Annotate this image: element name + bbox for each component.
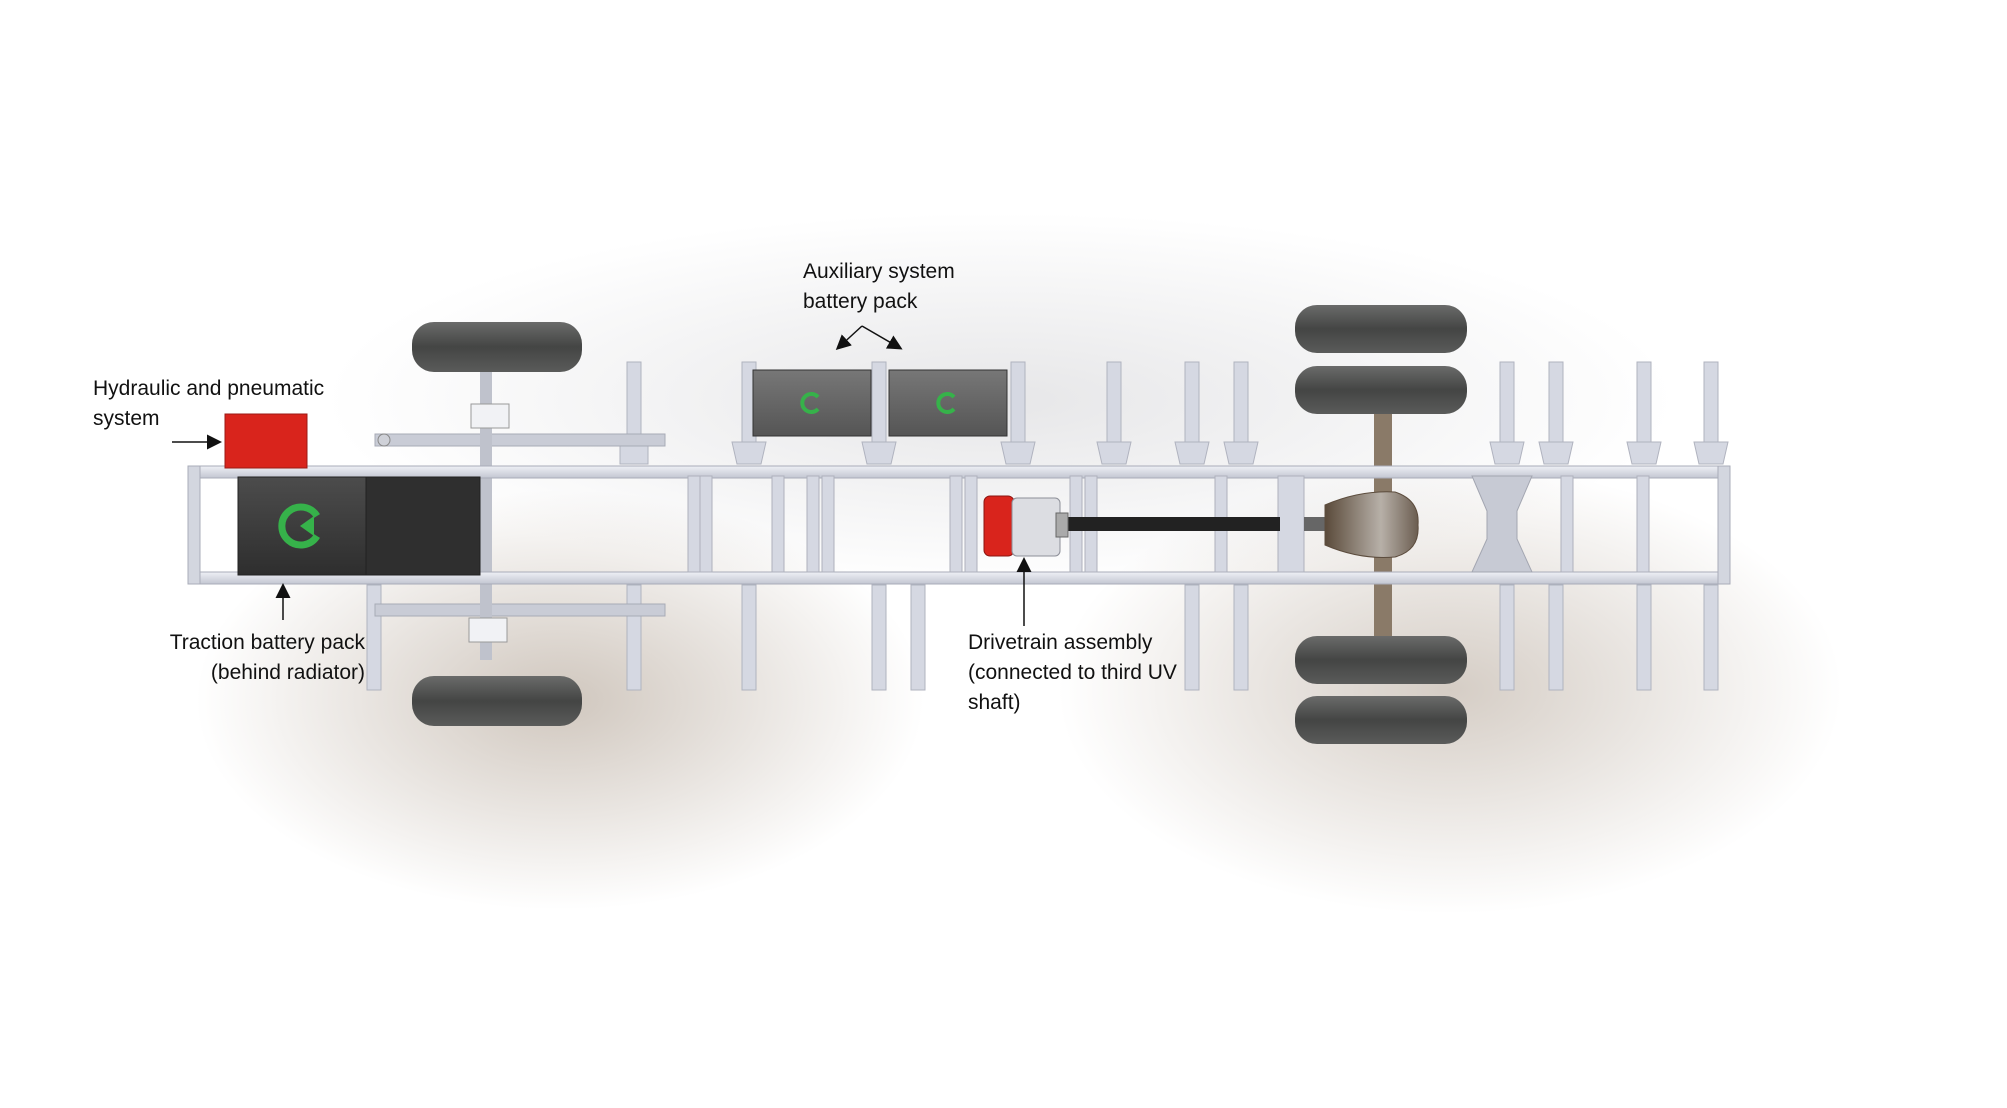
traction-battery-label: Traction battery pack (behind radiator)	[169, 631, 365, 684]
front-axle	[374, 360, 666, 660]
auxiliary-battery-label: Auxiliary system battery pack	[803, 260, 955, 313]
callout-arrows	[172, 325, 1032, 626]
drivetrain-assembly-label: Drivetrain assembly (connected to third …	[968, 631, 1177, 714]
traction-battery-pack	[237, 476, 481, 576]
chassis-frame	[187, 465, 1731, 585]
auxiliary-arrow-right	[861, 325, 903, 350]
rear-axle	[1295, 305, 1467, 744]
drivetrain-motor	[983, 495, 1069, 557]
front-tires	[412, 322, 582, 726]
differential	[1324, 491, 1419, 558]
upper-outriggers	[619, 361, 1729, 465]
auxiliary-battery-packs	[752, 369, 1008, 437]
auxiliary-arrow-left	[835, 325, 863, 351]
lower-outriggers	[366, 584, 1719, 691]
drive-shaft	[1055, 517, 1280, 531]
hydraulic-pneumatic-label: Hydraulic and pneumatic system	[93, 377, 325, 430]
hydraulic-pneumatic-unit	[224, 413, 308, 469]
